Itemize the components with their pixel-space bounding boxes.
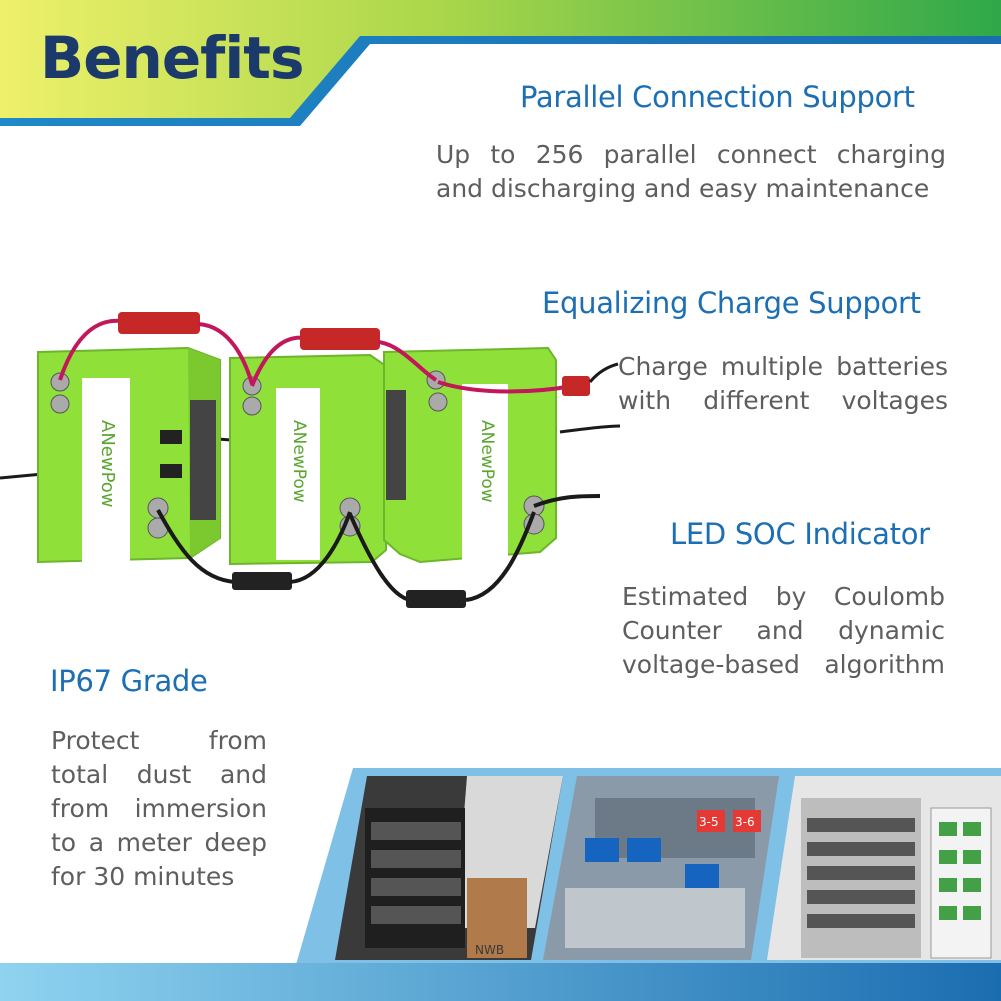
desc-line: to a meter deep bbox=[51, 828, 267, 857]
feature-desc-ip67: Protect from total dust and from immersi… bbox=[51, 724, 267, 894]
photo-label: 3-6 bbox=[735, 815, 755, 829]
desc-line: Estimated by Coulomb bbox=[622, 582, 945, 611]
desc-line: total dust and bbox=[51, 760, 267, 789]
photo-battery-rack: NWB bbox=[335, 776, 563, 960]
battery-product-image: ANewPow ANewPow ANewPow bbox=[0, 312, 621, 608]
photo-label: 3-5 bbox=[699, 815, 719, 829]
feature-desc-parallel: Up to 256 parallel connect charging and … bbox=[436, 138, 946, 206]
battery-brand: ANewPow bbox=[477, 420, 497, 503]
desc-line: Up to 256 parallel connect charging bbox=[436, 140, 946, 169]
battery-unit: ANewPow bbox=[37, 346, 221, 578]
feature-heading-ip67: IP67 Grade bbox=[50, 664, 208, 698]
desc-line: Counter and dynamic bbox=[622, 616, 945, 645]
page-title: Benefits bbox=[40, 24, 305, 92]
desc-line: for 30 minutes bbox=[51, 862, 235, 891]
desc-line: Charge multiple batteries bbox=[618, 352, 948, 381]
feature-heading-led: LED SOC Indicator bbox=[670, 517, 930, 551]
facility-photos: NWB 3-5 3-6 bbox=[295, 768, 1001, 968]
header-band bbox=[0, 0, 1001, 140]
desc-line: with different voltages bbox=[618, 386, 948, 415]
desc-line: voltage-based algorithm bbox=[622, 650, 945, 679]
photo-cabinets bbox=[767, 776, 1001, 960]
feature-desc-equalizing: Charge multiple batteries with different… bbox=[618, 350, 948, 418]
desc-line: Protect from bbox=[51, 726, 267, 755]
footer-band bbox=[0, 963, 1001, 1001]
feature-heading-parallel: Parallel Connection Support bbox=[520, 80, 915, 114]
photo-label: NWB bbox=[475, 943, 504, 957]
feature-desc-led: Estimated by Coulomb Counter and dynamic… bbox=[622, 580, 945, 682]
battery-unit: ANewPow bbox=[229, 353, 387, 566]
desc-line: from immersion bbox=[51, 794, 267, 823]
desc-line: and discharging and easy maintenance bbox=[436, 174, 930, 203]
battery-unit: ANewPow bbox=[383, 346, 557, 564]
battery-brand: ANewPow bbox=[289, 420, 309, 503]
feature-heading-equalizing: Equalizing Charge Support bbox=[542, 286, 921, 320]
battery-brand: ANewPow bbox=[97, 420, 118, 508]
photo-test-lab: 3-5 3-6 bbox=[543, 776, 779, 960]
